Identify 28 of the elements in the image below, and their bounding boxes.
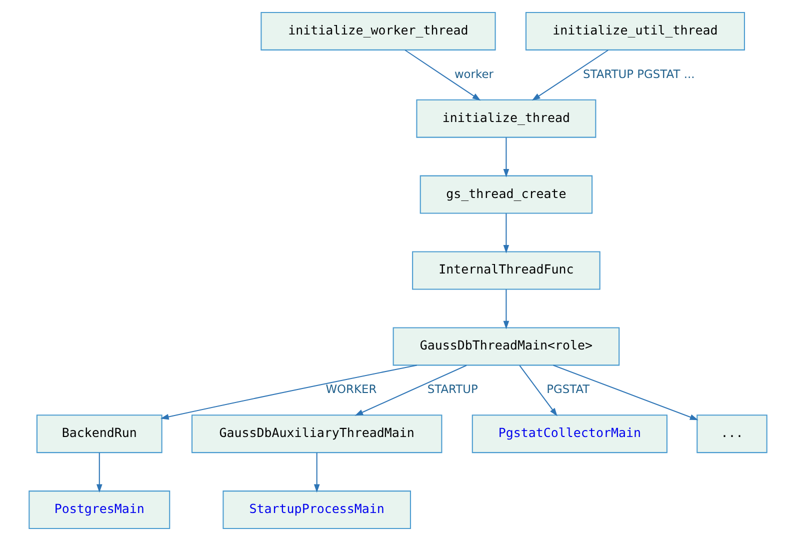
edge-label: STARTUP [427, 382, 478, 396]
arrow [354, 364, 467, 416]
arrow [503, 138, 510, 178]
arrow [519, 365, 558, 416]
node-box: PostgresMain [28, 490, 170, 530]
edge-label: WORKER [326, 382, 377, 396]
node-box: InternalThreadFunc [412, 251, 600, 290]
node-box: GaussDbThreadMain<role> [392, 327, 620, 366]
arrow [314, 452, 320, 493]
node-box: GaussDbAuxiliaryThreadMain [191, 414, 442, 454]
node-box: gs_thread_create [420, 175, 593, 214]
node-box: initialize_worker_thread [260, 12, 496, 50]
arrow [553, 364, 698, 420]
node-box: StartupProcessMain [222, 490, 411, 530]
edge-label: PGSTAT [546, 382, 590, 396]
node-box: ... [696, 414, 768, 454]
edge-label: STARTUP PGSTAT ... [582, 66, 695, 81]
arrow [96, 452, 102, 493]
arrow [160, 364, 417, 420]
arrow [532, 50, 608, 101]
edge-label: worker [454, 66, 494, 81]
arrow [503, 289, 510, 330]
arrow [404, 50, 481, 101]
node-box: BackendRun [36, 414, 162, 454]
node-box: initialize_thread [416, 99, 596, 138]
arrow [503, 213, 510, 254]
node-box: PgstatCollectorMain [472, 414, 668, 454]
node-box: initialize_util_thread [525, 12, 745, 50]
